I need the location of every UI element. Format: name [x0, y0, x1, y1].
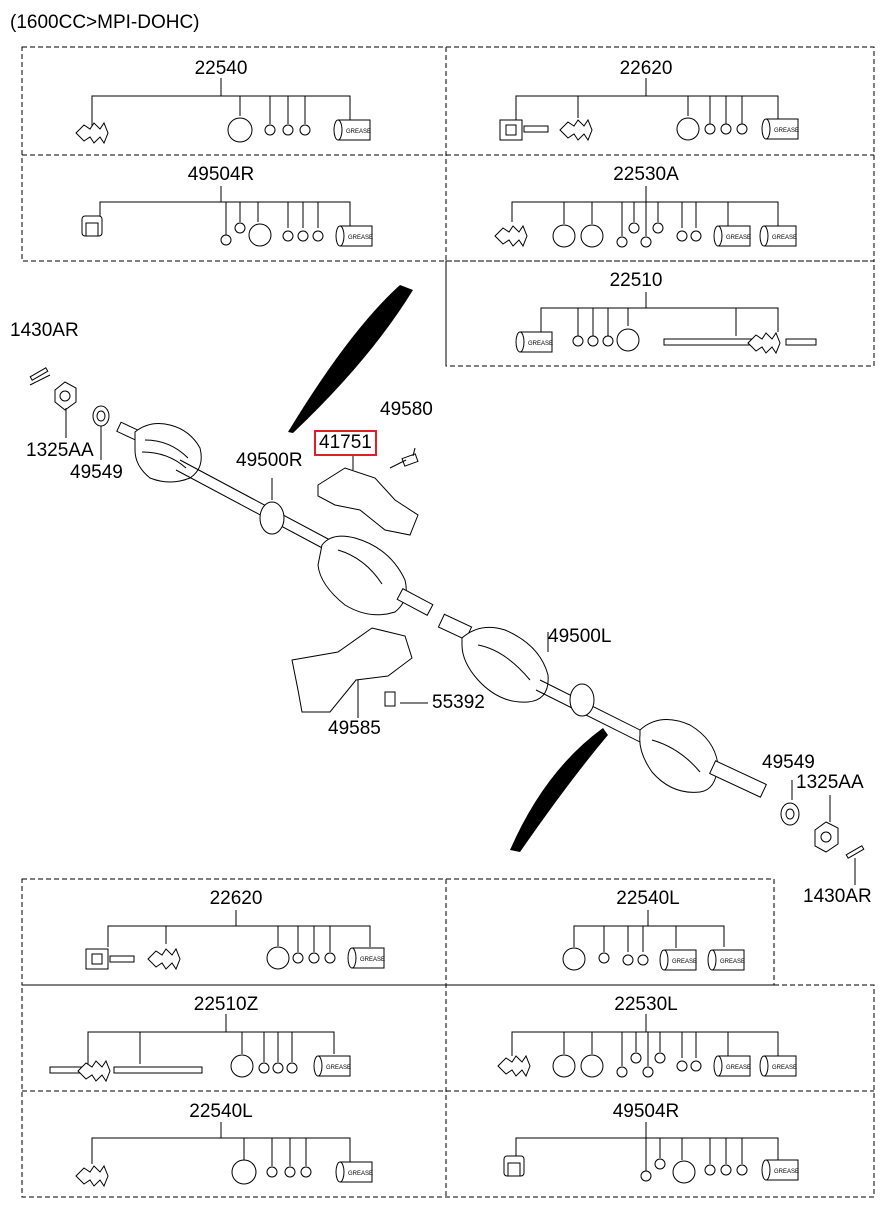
kit-label-22540[interactable]: 22540 — [194, 58, 248, 79]
part-label-41751-highlighted[interactable]: 41751 — [314, 430, 377, 456]
part-label-1430ar-right[interactable]: 1430AR — [803, 886, 872, 907]
kit-label-22510[interactable]: 22510 — [609, 270, 663, 291]
kit-label-22510z[interactable]: 22510Z — [193, 994, 259, 1015]
kit-label-22530l[interactable]: 22530L — [614, 994, 678, 1015]
bottom-kit-panel — [21, 878, 875, 1198]
kit-label-22620[interactable]: 22620 — [619, 58, 673, 79]
part-label-1325aa-left[interactable]: 1325AA — [26, 440, 94, 461]
kit-label-49504r-bottom[interactable]: 49504R — [612, 1101, 680, 1122]
top-kit-panel — [21, 46, 875, 367]
driveshaft-assembly — [29, 285, 865, 885]
part-label-49580[interactable]: 49580 — [380, 399, 433, 420]
part-label-1430ar-left[interactable]: 1430AR — [10, 320, 79, 341]
kit-label-22540l-bottom[interactable]: 22540L — [189, 1101, 253, 1122]
part-label-49549-left[interactable]: 49549 — [70, 462, 123, 483]
part-label-49500l[interactable]: 49500L — [548, 626, 612, 647]
kit-label-49504r[interactable]: 49504R — [187, 164, 255, 185]
part-label-49585[interactable]: 49585 — [328, 718, 381, 739]
part-label-49549-right[interactable]: 49549 — [762, 752, 815, 773]
part-label-1325aa-right[interactable]: 1325AA — [796, 772, 864, 793]
part-label-49500r[interactable]: 49500R — [236, 450, 303, 471]
kit-label-22540l[interactable]: 22540L — [616, 888, 680, 909]
kit-label-22530a[interactable]: 22530A — [613, 164, 679, 185]
part-label-55392[interactable]: 55392 — [432, 692, 485, 713]
kit-label-22620-bottom[interactable]: 22620 — [209, 888, 263, 909]
engine-spec-title: (1600CC>MPI-DOHC) — [10, 12, 200, 33]
